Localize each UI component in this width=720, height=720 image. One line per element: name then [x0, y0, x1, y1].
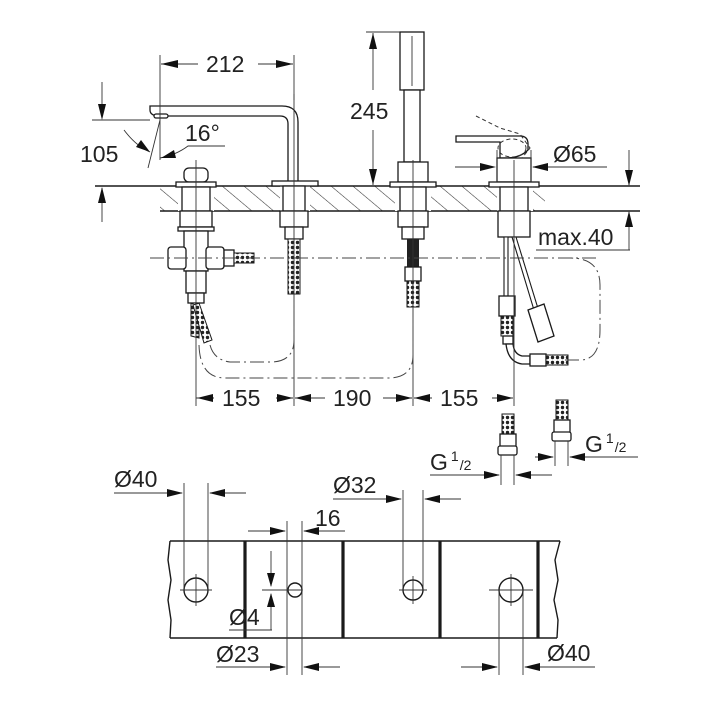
dimension-o65: Ø65	[455, 141, 607, 182]
single-lever-mixer	[455, 115, 569, 367]
spout-reach-label: 212	[206, 51, 244, 77]
hole-1: Ø40	[114, 466, 246, 606]
deck-section	[95, 185, 640, 212]
center-lines	[150, 94, 601, 406]
dimension-16-degree: 16°	[123, 119, 225, 169]
dimension-105: 105	[80, 82, 150, 222]
dimension-spacing: 155 190 155	[196, 385, 513, 411]
hole-4-diameter-label: Ø40	[547, 640, 590, 666]
hole-2-diameter-label: Ø23	[216, 641, 259, 667]
dimension-max40: max.40	[536, 150, 633, 251]
hole-3-diameter-label: Ø32	[333, 472, 376, 498]
spacing-2-label: 190	[333, 385, 371, 411]
hole-3: Ø32	[333, 472, 461, 604]
mixer-diameter-label: Ø65	[553, 141, 596, 167]
max-deck-thickness-label: max.40	[538, 224, 613, 250]
hole-2-small-diameter-label: Ø4	[229, 604, 260, 630]
hole-1-diameter-label: Ø40	[114, 466, 157, 492]
plan-view	[167, 540, 561, 639]
hole-4: Ø40	[461, 574, 595, 675]
spacing-1-label: 155	[222, 385, 260, 411]
spout-angle-label: 16°	[185, 120, 220, 146]
spout-height-label: 105	[80, 141, 118, 167]
hole-2: 16 Ø4 Ø23	[216, 505, 345, 675]
hand-shower-height-label: 245	[350, 98, 388, 124]
dimension-212: 212	[159, 51, 295, 160]
spacing-3-label: 155	[440, 385, 478, 411]
hole-2-offset-label: 16	[315, 505, 341, 531]
dimension-245: 245	[350, 31, 400, 185]
